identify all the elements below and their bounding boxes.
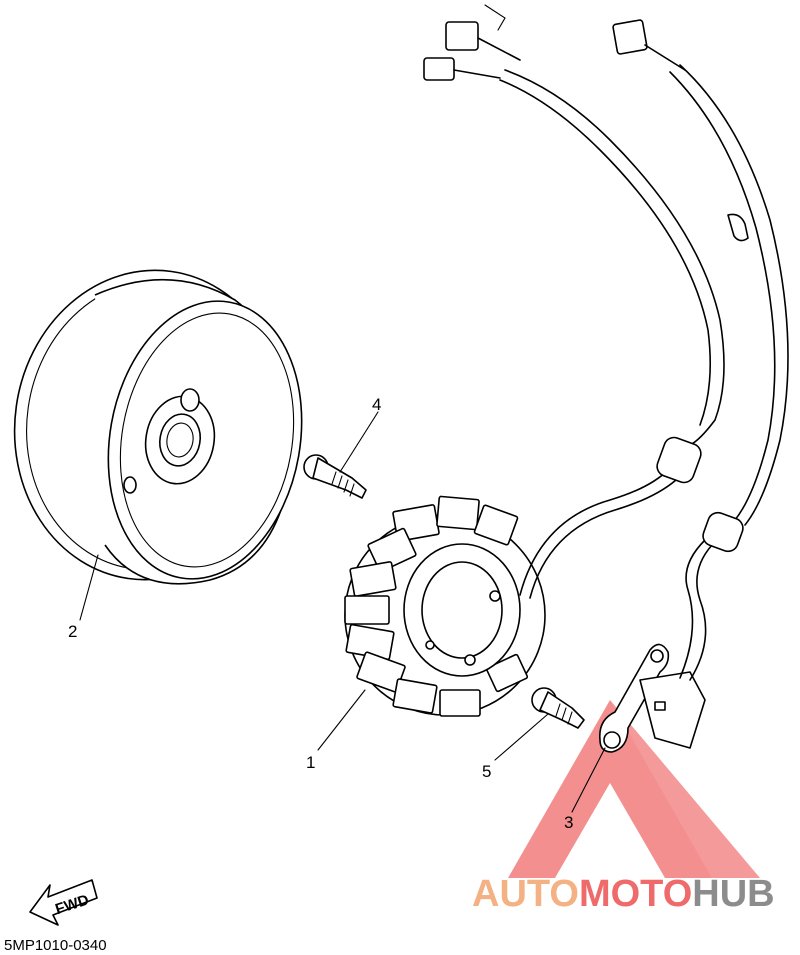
- callout-4: 4: [372, 395, 381, 414]
- callout-1: 1: [306, 753, 315, 772]
- watermark-hub: HUB: [692, 873, 774, 915]
- callout-2: 2: [68, 622, 77, 641]
- diagram-code: 5MP1010-0340: [4, 937, 107, 954]
- watermark-text: AUTOMOTOHUB: [472, 873, 775, 915]
- watermark-moto: MOTO: [579, 873, 692, 915]
- callout-3: 3: [564, 813, 573, 832]
- watermark-logo: [508, 700, 760, 878]
- wire-harness: [423, 4, 789, 553]
- callout-5: 5: [482, 762, 491, 781]
- flywheel-rotor: [13, 269, 303, 585]
- pickup-coil: [598, 539, 713, 753]
- watermark-auto: AUTO: [472, 873, 579, 915]
- bolt-stator: [303, 454, 367, 499]
- stator-coil: [344, 469, 677, 717]
- fwd-arrow: FWD: [29, 879, 98, 926]
- leader-lines: [79, 411, 606, 813]
- bolt-pickup: [531, 687, 585, 729]
